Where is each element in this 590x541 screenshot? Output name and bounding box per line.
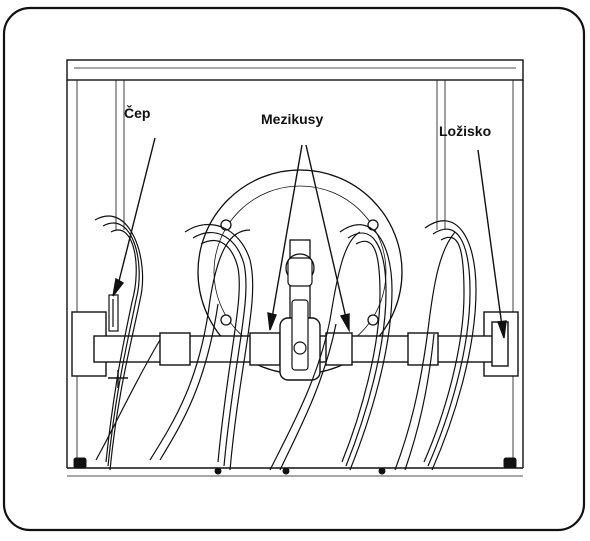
label-lozisko: Ložisko [439, 123, 492, 139]
auger-flights [94, 215, 477, 471]
shear-pin [108, 294, 119, 332]
housing-feet [73, 457, 517, 475]
label-mezikusy: Mezikusy [261, 111, 324, 127]
mezikusy-arrow-right [305, 144, 347, 319]
auger-housing [66, 59, 524, 477]
callout-arrows [112, 137, 507, 339]
cep-arrow [117, 137, 156, 286]
lozisko-arrow [477, 149, 503, 327]
label-cep: Čep [124, 105, 151, 121]
mezikusy-arrow-left [271, 144, 303, 319]
center-hub [287, 257, 313, 371]
